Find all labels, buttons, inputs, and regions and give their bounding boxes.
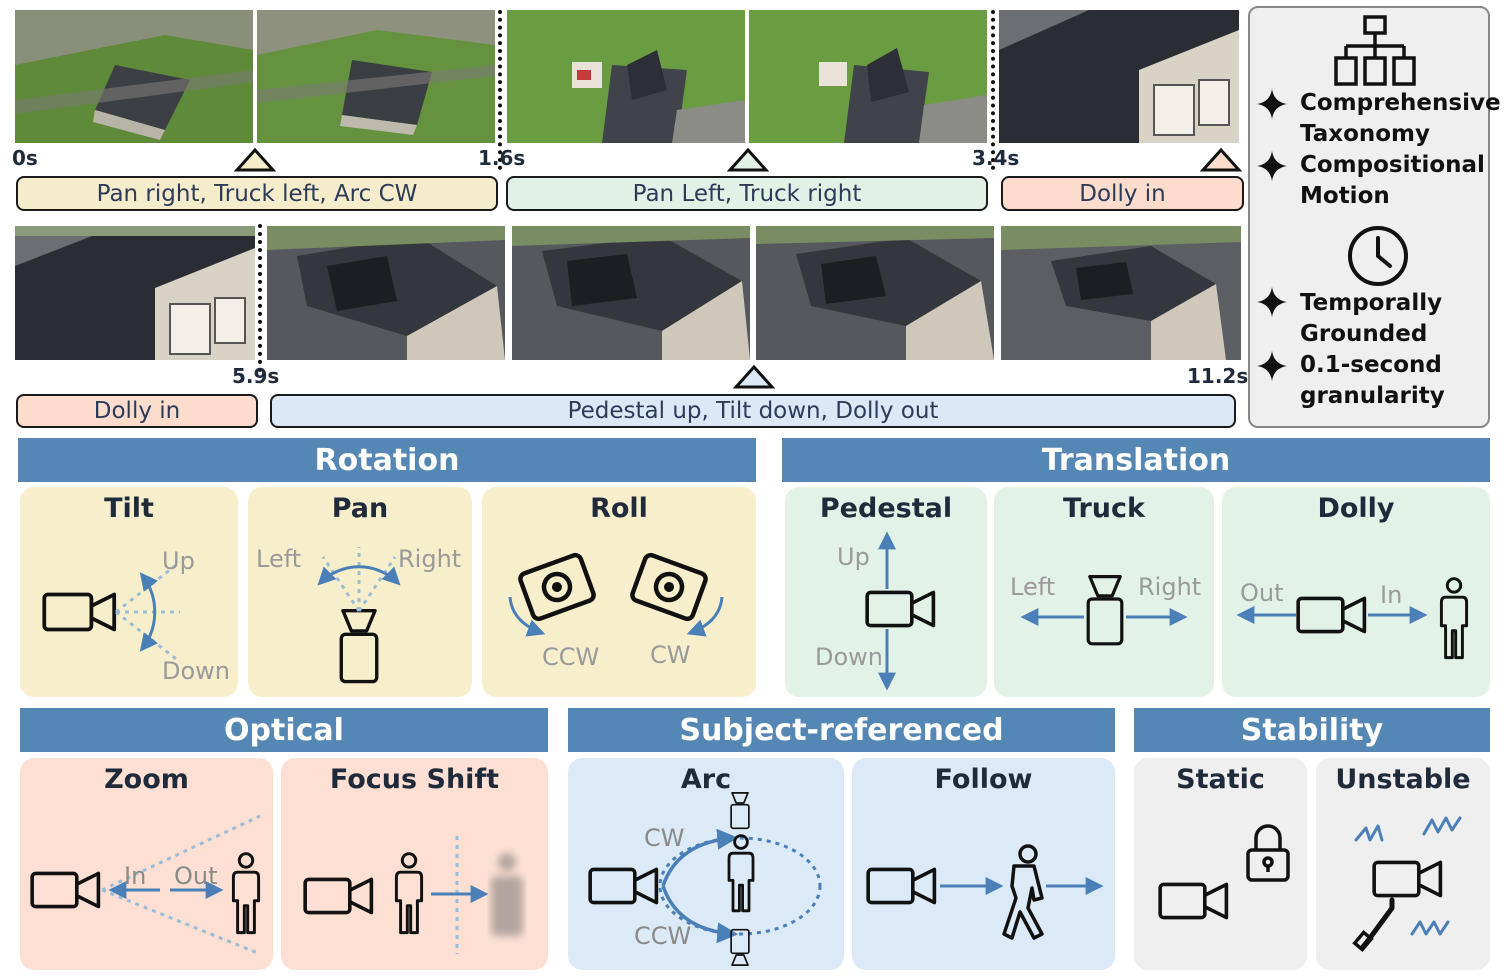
video-frame-9 bbox=[756, 226, 994, 360]
motion-segment: Pedestal up, Tilt down, Dolly out bbox=[270, 394, 1236, 428]
truck-left-label: Left bbox=[1010, 573, 1056, 601]
video-frame-2 bbox=[257, 10, 495, 143]
arc-title: Arc bbox=[680, 764, 732, 795]
rotation-header: Rotation bbox=[18, 438, 756, 482]
star-icon bbox=[1257, 287, 1287, 317]
motion-segment: Dolly in bbox=[1001, 176, 1244, 211]
dolly-in-label: In bbox=[1380, 581, 1403, 609]
static-title: Static bbox=[1176, 764, 1265, 795]
segment-divider bbox=[258, 224, 262, 372]
zoom-card: Zoom In Out bbox=[20, 758, 273, 970]
zoom-in-label: In bbox=[124, 862, 147, 890]
pedestal-title: Pedestal bbox=[819, 493, 953, 524]
video-frame-7 bbox=[267, 226, 505, 360]
tilt-card: Tilt Up Down bbox=[20, 487, 238, 697]
motion-segment: Pan right, Truck left, Arc CW bbox=[16, 176, 498, 211]
segment-divider bbox=[991, 10, 995, 170]
motion-segment: Dolly in bbox=[16, 394, 258, 428]
feature-panel: Comprehensive Taxonomy Compositional Mot… bbox=[1248, 6, 1501, 428]
video-frame-1 bbox=[15, 10, 253, 143]
subject-referenced-header: Subject-referenced bbox=[568, 708, 1115, 752]
video-frame-3 bbox=[507, 10, 745, 143]
arc-ccw-label: CCW bbox=[634, 922, 692, 950]
truck-title: Truck bbox=[1063, 493, 1145, 524]
tilt-up-label: Up bbox=[162, 547, 195, 575]
time-label: 5.9s bbox=[232, 364, 280, 388]
truck-card: Truck Left Right bbox=[994, 487, 1214, 697]
keyframe-marker-icon bbox=[234, 147, 276, 172]
time-label: 0s bbox=[12, 146, 38, 170]
zoom-title: Zoom bbox=[104, 764, 189, 795]
keyframe-marker-icon bbox=[727, 147, 769, 172]
optical-header: Optical bbox=[20, 708, 548, 752]
roll-title: Roll bbox=[590, 493, 648, 524]
focus-shift-card: Focus Shift bbox=[281, 758, 548, 970]
unstable-title: Unstable bbox=[1335, 764, 1471, 795]
roll-card: Roll CCW CW bbox=[482, 487, 756, 697]
pan-card: Pan Left Right bbox=[248, 487, 472, 697]
arc-cw-label: CW bbox=[644, 824, 685, 852]
pedestal-card: Pedestal Up Down bbox=[785, 487, 987, 697]
time-label: 11.2s bbox=[1187, 364, 1249, 388]
dolly-out-label: Out bbox=[1240, 579, 1284, 607]
truck-right-label: Right bbox=[1138, 573, 1202, 601]
video-frame-6 bbox=[15, 226, 255, 360]
arc-card: Arc CW CCW bbox=[568, 758, 844, 970]
star-icon bbox=[1257, 89, 1287, 119]
star-icon bbox=[1257, 151, 1287, 181]
follow-card: Follow bbox=[852, 758, 1115, 970]
feature-temporally-grounded: Temporally Grounded bbox=[1300, 290, 1443, 347]
dolly-title: Dolly bbox=[1317, 493, 1395, 524]
dolly-card: Dolly Out In bbox=[1222, 487, 1490, 697]
tilt-title: Tilt bbox=[104, 493, 154, 524]
keyframe-marker-icon bbox=[1200, 147, 1242, 172]
feature-granularity: 0.1-second granularity bbox=[1300, 352, 1445, 409]
translation-header: Translation bbox=[782, 438, 1490, 482]
hierarchy-icon bbox=[1334, 15, 1416, 86]
pan-left-label: Left bbox=[256, 545, 302, 573]
pedestal-up-label: Up bbox=[837, 543, 870, 571]
pan-right-label: Right bbox=[398, 545, 462, 573]
zoom-out-label: Out bbox=[174, 862, 218, 890]
video-frame-5 bbox=[999, 10, 1239, 143]
video-frame-10 bbox=[1001, 226, 1241, 360]
motion-segment: Pan Left, Truck right bbox=[506, 176, 988, 211]
unstable-card: Unstable bbox=[1316, 758, 1490, 970]
segment-divider bbox=[498, 10, 502, 170]
roll-ccw-label: CCW bbox=[542, 643, 600, 671]
pedestal-down-label: Down bbox=[815, 643, 884, 671]
video-frame-4 bbox=[749, 10, 987, 143]
video-frame-8 bbox=[512, 226, 750, 360]
tilt-down-label: Down bbox=[162, 657, 231, 685]
static-card: Static bbox=[1134, 758, 1307, 970]
pan-title: Pan bbox=[331, 493, 389, 524]
time-label: 1.6s bbox=[478, 146, 526, 170]
clock-icon bbox=[1348, 226, 1408, 286]
star-icon bbox=[1257, 351, 1287, 381]
feature-compositional-motion: Compositional Motion bbox=[1300, 152, 1485, 209]
focus-shift-title: Focus Shift bbox=[329, 764, 500, 795]
time-label: 3.4s bbox=[972, 146, 1020, 170]
stability-header: Stability bbox=[1134, 708, 1490, 752]
roll-cw-label: CW bbox=[650, 641, 691, 669]
feature-comprehensive-taxonomy: Comprehensive Taxonomy bbox=[1300, 90, 1501, 147]
lock-icon bbox=[1246, 824, 1290, 882]
keyframe-marker-icon bbox=[733, 364, 775, 389]
follow-title: Follow bbox=[934, 764, 1033, 795]
